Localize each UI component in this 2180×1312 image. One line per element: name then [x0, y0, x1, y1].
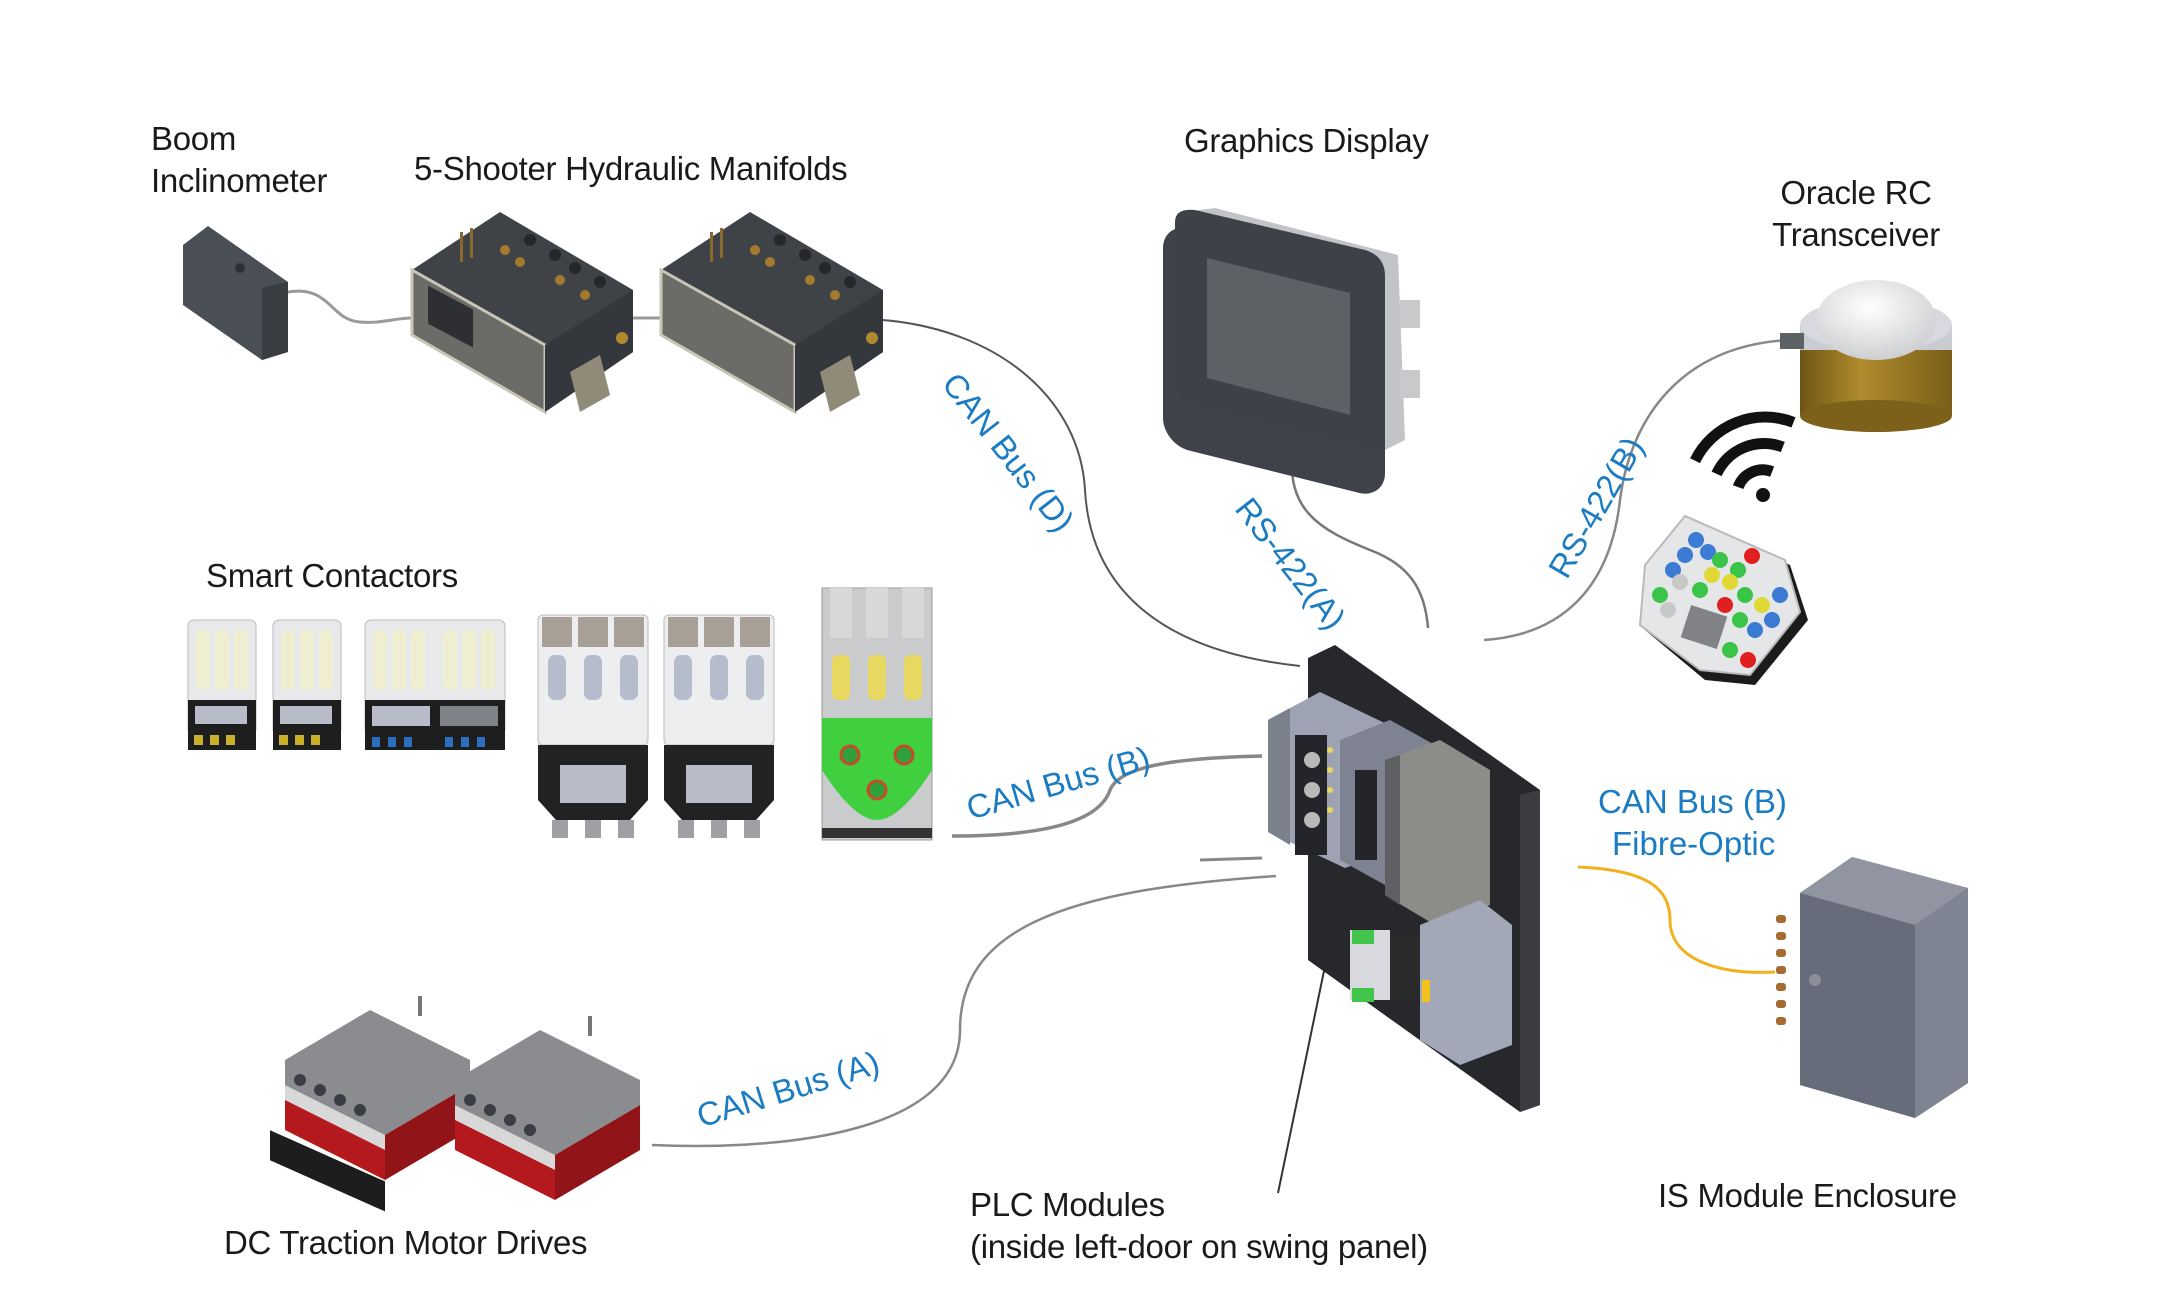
enclosure-icon: [1776, 857, 1968, 1118]
manifold-1[interactable]: [410, 212, 633, 415]
contactor-4[interactable]: [537, 614, 649, 838]
cable-inclinometer-to-manifold: [287, 289, 413, 324]
contactor-icon: [364, 619, 506, 750]
smart-contactors-label: Smart Contactors: [206, 557, 458, 594]
graphics-display-device[interactable]: [1163, 208, 1420, 499]
cable-fibre-optic: [1577, 865, 1776, 974]
contactor-3[interactable]: [364, 619, 506, 750]
display-icon: [1163, 208, 1420, 494]
is-enclosure-label: IS Module Enclosure: [1658, 1177, 1957, 1214]
contactor-icon: [272, 619, 342, 750]
cable-can-b-stub: [1199, 856, 1263, 862]
plc-modules-label-line1: PLC Modules: [970, 1186, 1165, 1223]
motor-drive-icon: [270, 996, 470, 1212]
can-bus-b-fibre-label-line1: CAN Bus (B): [1598, 783, 1787, 820]
cable-rs422-a: [1290, 447, 1430, 629]
wifi-signal-icon: [1690, 411, 1796, 502]
transceiver-icon: [1780, 280, 1952, 432]
sensor-box-icon: [183, 226, 288, 360]
boom-inclinometer-device[interactable]: [183, 226, 288, 360]
is-enclosure-device[interactable]: [1776, 857, 1968, 1118]
motor-drive-icon: [455, 1016, 640, 1200]
contactor-icon: [187, 619, 257, 750]
plc-panel-device[interactable]: [1268, 645, 1540, 1112]
dc-drive-1[interactable]: [270, 996, 470, 1212]
graphics-display-label: Graphics Display: [1184, 122, 1429, 159]
cable-rs422-b: [1483, 338, 1791, 642]
oracle-transceiver-label-line2: Transceiver: [1772, 216, 1940, 253]
can-bus-b-fibre-label-line2: Fibre-Optic: [1612, 825, 1776, 862]
remote-control-icon: [1638, 514, 1808, 685]
contactor-1[interactable]: [187, 619, 257, 750]
cable-can-d: [882, 319, 1301, 667]
contactor-5[interactable]: [663, 614, 775, 838]
contactor-6[interactable]: [821, 587, 933, 841]
remote-control-device[interactable]: [1638, 514, 1808, 685]
hydraulic-manifolds-label: 5-Shooter Hydraulic Manifolds: [414, 150, 848, 187]
contactor-2[interactable]: [272, 619, 342, 750]
cables: [287, 289, 1791, 1194]
contactor-icon: [537, 614, 649, 838]
manifold-icon: [410, 212, 633, 415]
boom-inclinometer-label-line2: Inclinometer: [151, 162, 328, 199]
plc-panel-icon: [1268, 645, 1540, 1112]
oracle-transceiver-device[interactable]: [1780, 280, 1952, 432]
cable-can-a: [651, 874, 1277, 1148]
manifold-2[interactable]: [659, 212, 883, 415]
dc-drives-label: DC Traction Motor Drives: [224, 1224, 588, 1261]
boom-inclinometer-label-line1: Boom: [151, 120, 237, 157]
dc-drive-2[interactable]: [455, 1016, 640, 1200]
oracle-transceiver-label-line1: Oracle RC: [1780, 174, 1932, 211]
plc-leader-line: [1277, 941, 1331, 1194]
manifold-icon: [659, 212, 883, 415]
contactor-icon: [821, 587, 933, 841]
plc-modules-label-line2: (inside left-door on swing panel): [970, 1228, 1428, 1265]
cable-can-b: [951, 754, 1263, 838]
contactor-icon: [663, 614, 775, 838]
smart-contactors: [187, 587, 933, 841]
